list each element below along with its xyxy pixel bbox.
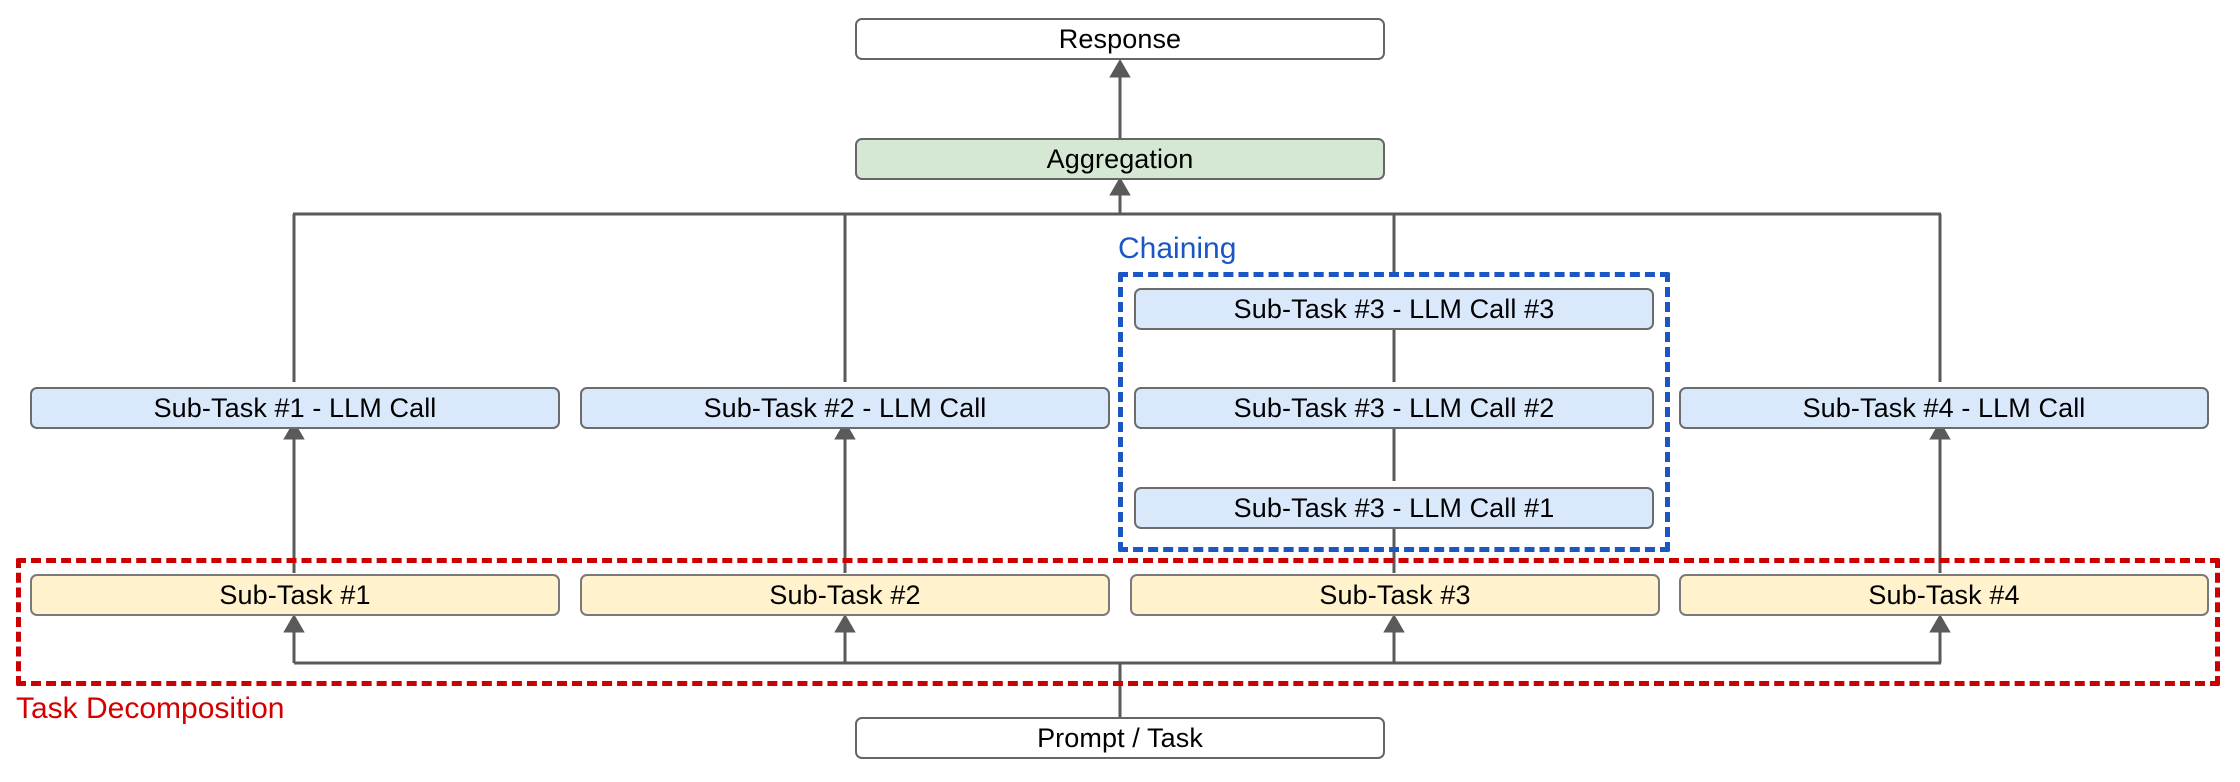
group-label-chaining: Chaining: [1118, 232, 1237, 265]
group-box-chaining: [1118, 272, 1670, 552]
node-aggregation[interactable]: Aggregation: [855, 138, 1385, 180]
node-sub-task-2[interactable]: Sub-Task #2: [580, 574, 1110, 616]
node-subtask3-llm-call-3[interactable]: Sub-Task #3 - LLM Call #3: [1134, 288, 1654, 330]
node-sub-task-3[interactable]: Sub-Task #3: [1130, 574, 1660, 616]
node-prompt-task[interactable]: Prompt / Task: [855, 717, 1385, 759]
node-subtask3-llm-call-2[interactable]: Sub-Task #3 - LLM Call #2: [1134, 387, 1654, 429]
node-subtask4-llm-call[interactable]: Sub-Task #4 - LLM Call: [1679, 387, 2209, 429]
node-subtask2-llm-call[interactable]: Sub-Task #2 - LLM Call: [580, 387, 1110, 429]
node-sub-task-4[interactable]: Sub-Task #4: [1679, 574, 2209, 616]
node-sub-task-1[interactable]: Sub-Task #1: [30, 574, 560, 616]
node-subtask1-llm-call[interactable]: Sub-Task #1 - LLM Call: [30, 387, 560, 429]
group-box-task-decomposition: [16, 558, 2220, 686]
group-label-task-decomposition: Task Decomposition: [16, 692, 285, 725]
node-subtask3-llm-call-1[interactable]: Sub-Task #3 - LLM Call #1: [1134, 487, 1654, 529]
node-response[interactable]: Response: [855, 18, 1385, 60]
